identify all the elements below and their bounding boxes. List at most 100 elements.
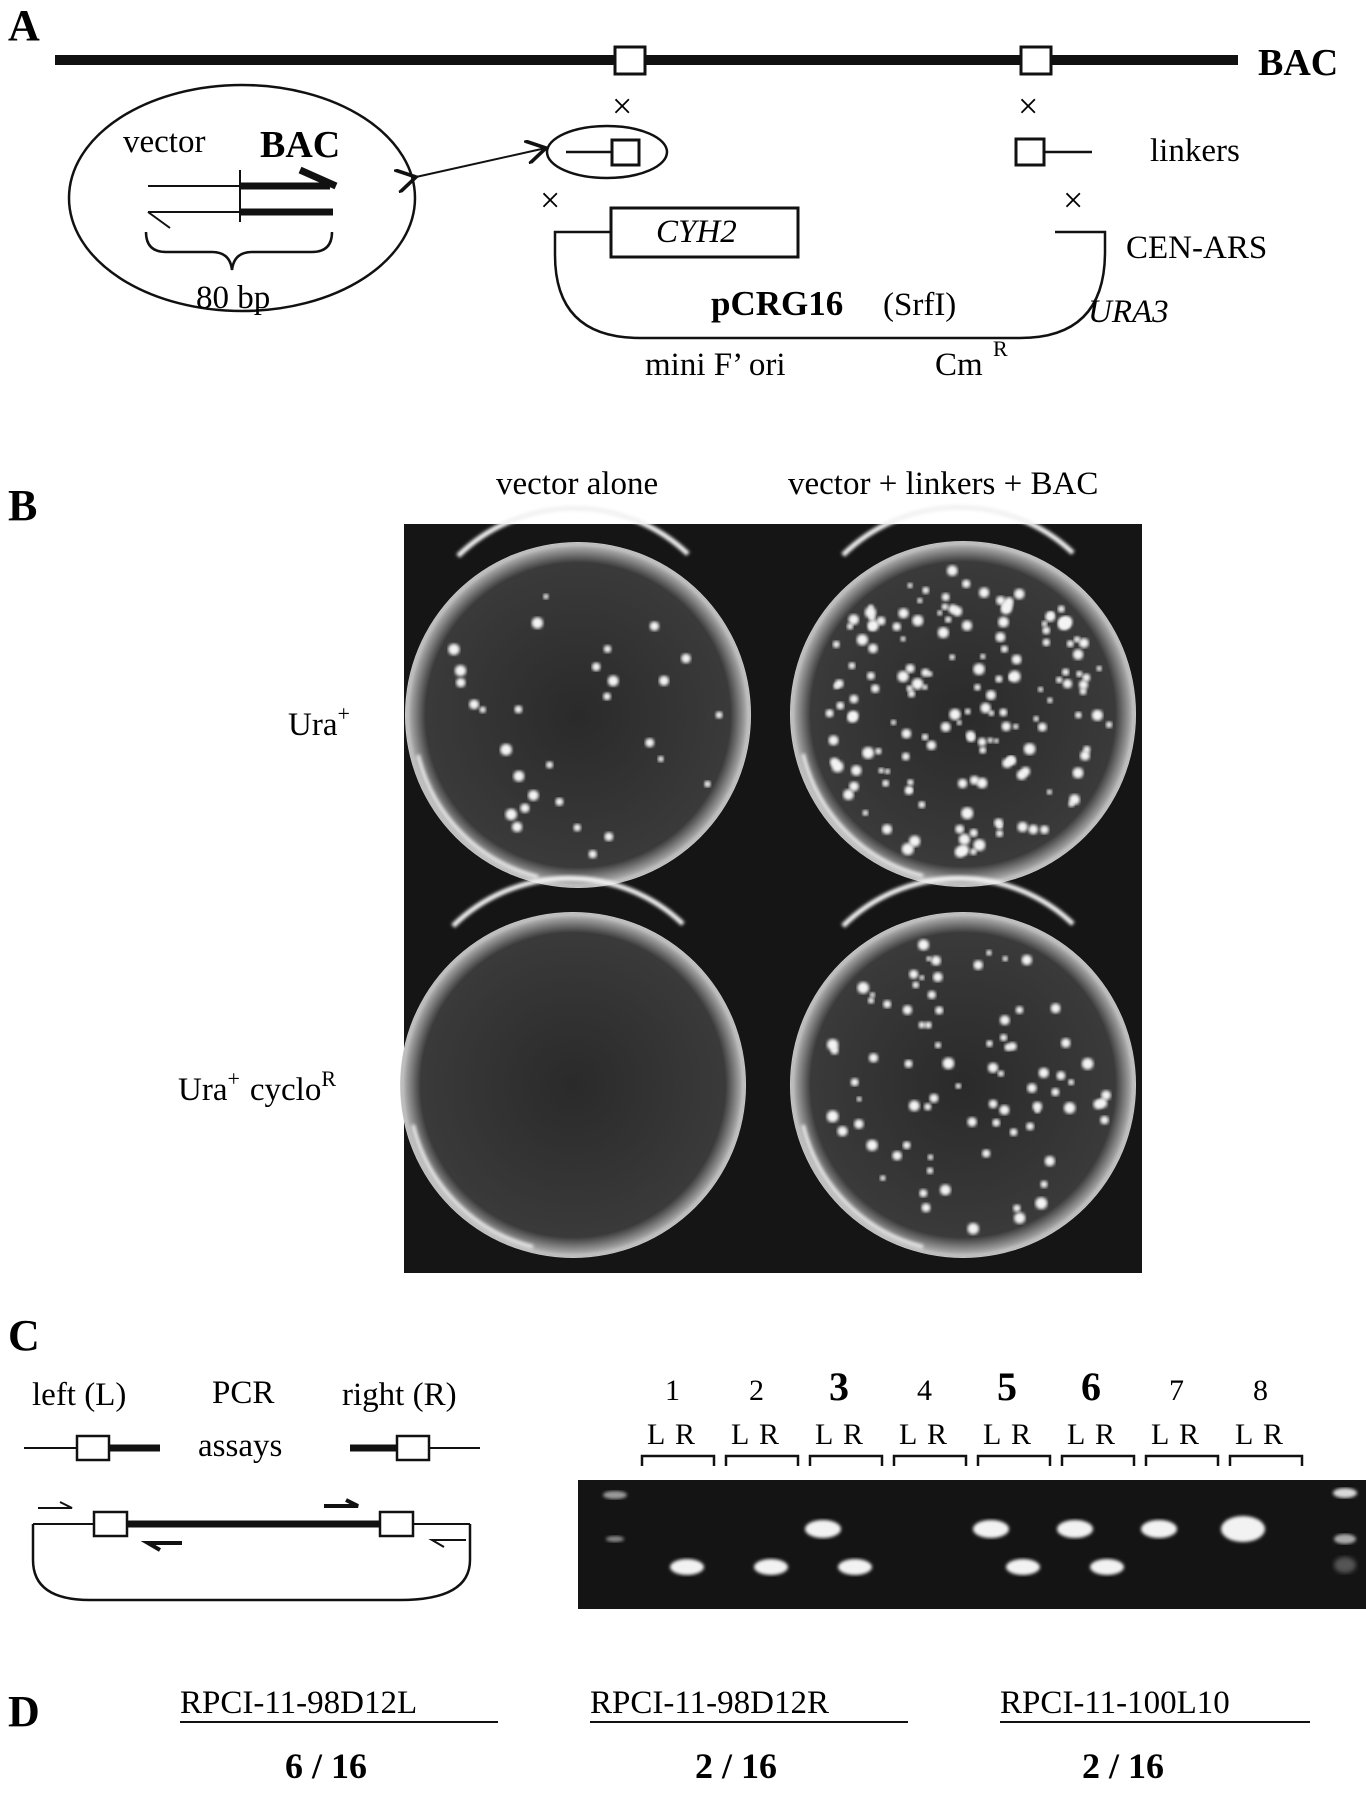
plasmid-backbone (553, 230, 1107, 340)
lane-L-label: L (815, 1418, 833, 1451)
linker-ellipse (545, 124, 669, 180)
colony (1014, 1212, 1026, 1224)
lane-number: 8 (1253, 1374, 1268, 1407)
left-label: left (L) (32, 1377, 126, 1413)
lane-L-label: L (731, 1418, 749, 1451)
colony (945, 616, 952, 623)
colony (1042, 626, 1051, 635)
colony (907, 779, 914, 786)
colony (1021, 954, 1032, 966)
colony (980, 653, 986, 660)
colony (970, 848, 977, 855)
colony (1050, 1003, 1061, 1014)
colony (1072, 767, 1084, 779)
colony (715, 711, 723, 719)
colony (875, 748, 882, 755)
colony (1091, 709, 1103, 721)
plate-rim-highlight (801, 753, 924, 878)
colony (1058, 618, 1071, 631)
colony (1096, 665, 1102, 672)
colony (868, 643, 878, 654)
panel-c-letter: C (8, 1311, 40, 1360)
band-L (1221, 1516, 1265, 1542)
colony (908, 1100, 920, 1112)
lane-bracket (724, 1454, 800, 1466)
colony (857, 982, 869, 994)
colony (588, 850, 597, 859)
colony (909, 835, 921, 847)
colony (900, 636, 906, 642)
vector-hook (147, 211, 171, 229)
colony (996, 830, 1004, 837)
colony (1100, 1115, 1109, 1125)
colony (911, 678, 924, 690)
colony (918, 1021, 926, 1029)
colony (645, 738, 655, 748)
colony (892, 1151, 902, 1161)
colony (1078, 680, 1089, 690)
lane-L-label: L (1235, 1418, 1253, 1451)
colony (927, 1154, 934, 1160)
colony (988, 710, 995, 716)
right-label: right (R) (342, 1377, 457, 1413)
marker-band (1334, 1534, 1356, 1544)
colony (999, 708, 1008, 717)
colony (919, 1189, 928, 1198)
colony (843, 789, 854, 800)
colony (901, 728, 912, 739)
colony (898, 608, 909, 619)
lane-number: 6 (1081, 1364, 1101, 1409)
primer-arrow-icon (140, 1541, 182, 1552)
colony (1068, 1079, 1075, 1086)
colony (856, 634, 868, 646)
circle-box-left (92, 1510, 129, 1538)
band-R (754, 1559, 788, 1575)
colony (528, 790, 539, 801)
colony (1009, 1128, 1018, 1136)
colony (937, 610, 943, 616)
colony (996, 596, 1006, 605)
lane-L-label: L (899, 1418, 917, 1451)
colony (878, 767, 885, 774)
plate-rim-highlight (451, 875, 685, 928)
lane-number: 5 (997, 1364, 1017, 1409)
row-label-ura-cyclo: Ura+cycloR (178, 1066, 336, 1108)
colony (469, 699, 479, 710)
colony (500, 743, 512, 756)
colony (1027, 1083, 1037, 1093)
colony (846, 623, 854, 630)
colony (976, 777, 988, 789)
colony (922, 586, 930, 594)
colony (649, 621, 660, 631)
colony (868, 1053, 879, 1063)
colony (1047, 697, 1053, 704)
double-arrow-icon (416, 148, 546, 177)
lane-R-label: R (927, 1418, 947, 1451)
colony (1017, 821, 1028, 833)
lane-L-label: L (983, 1418, 1001, 1451)
cyh2-label: CYH2 (656, 214, 737, 250)
inset-vector-label: vector (123, 124, 205, 160)
colony (907, 690, 916, 698)
colony (880, 1175, 886, 1181)
colony (514, 705, 523, 714)
colony (905, 664, 915, 673)
colony (940, 722, 951, 732)
lane-bracket (1060, 1454, 1136, 1466)
colony (826, 1110, 839, 1123)
colony (1057, 605, 1065, 613)
panel-a: A BAC × × × × vector BAC 80 bp (8, 1, 1338, 383)
colony (829, 757, 839, 767)
lane-number: 1 (665, 1374, 680, 1407)
lane-R-label: R (1263, 1418, 1283, 1451)
lane-number: 3 (829, 1364, 849, 1409)
colony (1079, 638, 1089, 648)
colony (871, 684, 880, 693)
colony (1046, 789, 1052, 795)
colony (1082, 673, 1091, 682)
colony (531, 617, 544, 629)
colony (901, 752, 910, 761)
band-R (1006, 1559, 1040, 1575)
lane-R-label: R (843, 1418, 863, 1451)
